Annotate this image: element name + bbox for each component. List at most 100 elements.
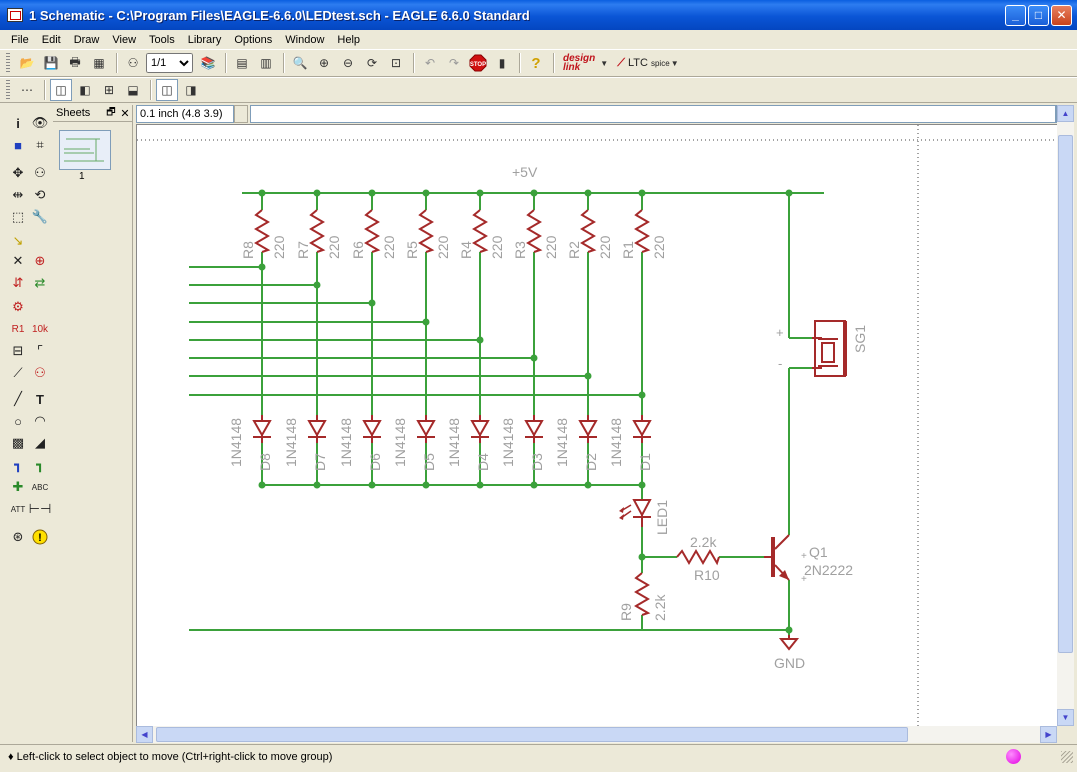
sheet-select[interactable]: 1/1 (146, 53, 193, 73)
layout-full-icon[interactable]: ◨ (185, 83, 197, 97)
replace-icon[interactable]: ⇄ (34, 275, 46, 290)
layout-bottom-icon[interactable]: ⬓ (127, 83, 139, 97)
change-icon[interactable]: 🔧 (31, 209, 49, 224)
redraw-icon[interactable]: ⟳ (366, 56, 378, 70)
text-icon[interactable]: T (36, 391, 44, 407)
menu-tools[interactable]: Tools (149, 33, 175, 46)
group-icon[interactable]: ⬚ (11, 209, 25, 224)
menu-draw[interactable]: Draw (73, 33, 100, 46)
net-icon[interactable]: ┓ (36, 457, 44, 472)
close-button[interactable]: ✕ (1051, 4, 1072, 26)
menu-options[interactable]: Options (234, 33, 273, 46)
scroll-down-icon[interactable]: ▼ (1057, 709, 1074, 726)
show-eye-icon[interactable]: 👁 (31, 115, 49, 130)
paste-icon[interactable]: ↘ (12, 233, 24, 248)
horizontal-scrollbar[interactable]: ◀ ▶ (136, 726, 1057, 743)
menu-window[interactable]: Window (285, 33, 325, 46)
led1[interactable]: LED1 (619, 499, 670, 535)
mirror-icon[interactable]: ⇹ (12, 187, 24, 202)
add-icon[interactable]: ⊕ (34, 253, 46, 268)
sg1-buzzer[interactable]: + - SG1 (776, 320, 868, 377)
go-icon[interactable]: ▮ (498, 56, 506, 70)
vertical-scroll-thumb[interactable] (1058, 135, 1073, 653)
circle-icon[interactable]: ○ (14, 413, 22, 429)
zoom-in-icon[interactable]: ⊕ (318, 56, 330, 70)
coordinate-dropdown[interactable] (234, 105, 248, 123)
menu-edit[interactable]: Edit (41, 33, 61, 46)
r10-resistor[interactable]: 2.2k R10 (676, 534, 720, 583)
save-icon[interactable]: 💾 (43, 56, 59, 70)
gateswap-icon[interactable]: ⚙ (12, 299, 24, 314)
undo-icon[interactable]: ↶ (424, 56, 436, 70)
arc-icon[interactable]: ◠ (34, 413, 46, 428)
open-icon[interactable]: 📂 (19, 56, 35, 70)
polygon-icon[interactable]: ◢ (35, 435, 45, 450)
grid-icon[interactable]: ⋯ (21, 83, 33, 97)
sheets-close-icon[interactable]: ✕ (120, 107, 130, 120)
designlink-logo[interactable]: design link (563, 53, 596, 73)
move-icon[interactable]: ✥ (12, 165, 24, 180)
undock-icon[interactable]: 🗗 (106, 106, 116, 118)
horizontal-scroll-thumb[interactable] (156, 727, 908, 742)
label-icon[interactable]: ABC (31, 482, 49, 492)
stop-icon[interactable]: STOP (467, 52, 489, 74)
script-icon[interactable]: ▤ (236, 56, 248, 70)
pinswap-icon[interactable]: ⇵ (12, 275, 24, 290)
mark-icon[interactable]: ⌗ (36, 137, 44, 152)
scroll-up-icon[interactable]: ▲ (1057, 105, 1074, 122)
delete-icon[interactable]: ✕ (12, 253, 24, 268)
resize-grip-icon[interactable] (1061, 750, 1073, 763)
junction-icon[interactable]: ✚ (12, 479, 24, 494)
zoom-select-icon[interactable]: ⊡ (390, 56, 402, 70)
name-icon[interactable]: R1 (11, 323, 25, 335)
maximize-button[interactable]: □ (1028, 4, 1049, 26)
toolbar-grip[interactable] (6, 53, 10, 73)
menu-library[interactable]: Library (187, 33, 222, 46)
cam-processor-icon[interactable]: ▦ (93, 56, 105, 70)
attribute-icon[interactable]: ATT (10, 504, 26, 514)
minimize-button[interactable]: _ (1005, 4, 1026, 26)
zoom-out-icon[interactable]: ⊖ (342, 56, 354, 70)
smash-icon[interactable]: ⊟ (12, 343, 24, 358)
menu-view[interactable]: View (112, 33, 137, 46)
layout-split-icon[interactable]: ◫ (50, 79, 72, 101)
gnd-symbol[interactable]: GND (774, 635, 805, 671)
q1-transistor[interactable]: Q1 2N2222 + + (764, 534, 853, 585)
display-layers-icon[interactable]: ■ (14, 137, 22, 153)
menu-file[interactable]: File (11, 33, 29, 46)
value-icon[interactable]: 10k (31, 323, 49, 335)
board-switch-icon[interactable]: ⚇ (127, 56, 139, 70)
scroll-left-icon[interactable]: ◀ (136, 726, 153, 743)
vertical-scrollbar[interactable]: ▲ ▼ (1057, 105, 1074, 726)
invoke-icon[interactable]: ⚇ (34, 365, 46, 380)
designlink-dropdown-icon[interactable]: ▼ (600, 58, 609, 68)
run-ulp-icon[interactable]: 📚 (200, 56, 216, 70)
command-line-input[interactable] (250, 105, 1056, 123)
supply-label[interactable]: +5V (512, 164, 538, 180)
layout-quad-icon[interactable]: ⊞ (103, 83, 115, 97)
ltc-spice-logo[interactable]: ⟋LTC spice (617, 56, 670, 70)
rotate-icon[interactable]: ⟲ (34, 187, 46, 202)
app-icon[interactable] (7, 8, 23, 22)
scroll-right-icon[interactable]: ▶ (1040, 726, 1057, 743)
layout-left-icon[interactable]: ◧ (79, 83, 91, 97)
stop-command-indicator-icon[interactable] (1006, 749, 1021, 764)
errors-icon[interactable]: ! (30, 527, 50, 547)
help-icon[interactable]: ? (531, 54, 541, 72)
redo-icon[interactable]: ↷ (448, 56, 460, 70)
ltc-dropdown-icon[interactable]: ▼ (670, 58, 679, 68)
print-icon[interactable]: 🖶 (69, 54, 81, 69)
